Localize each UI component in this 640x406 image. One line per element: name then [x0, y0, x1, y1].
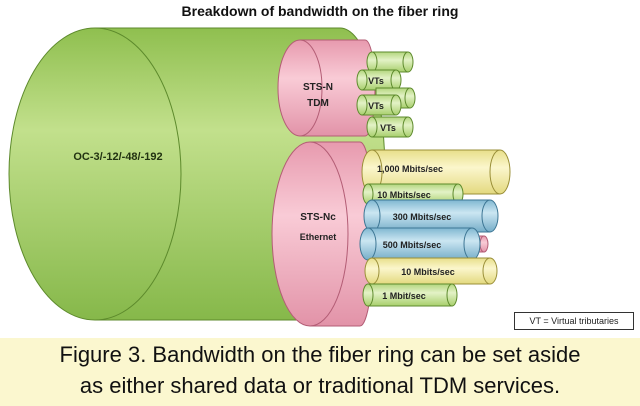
ethernet-bundle-end	[271, 141, 349, 327]
ethernet-link: 10 Mbits/sec	[362, 183, 464, 205]
ethernet-label-line1: STS-Nc	[300, 212, 336, 223]
caption-line-2: as either shared data or traditional TDM…	[79, 373, 561, 398]
cable-illustration: OC-3/-12/-48/-192 STS-N TDM VTs	[8, 27, 511, 327]
ethernet-link: 10 Mbits/sec	[364, 257, 498, 285]
link-label: 500 Mbits/sec	[383, 240, 442, 250]
ethernet-bundle: STS-Nc Ethernet 1,000 Mbits/sec 10 Mbits…	[271, 141, 511, 327]
link-label: 10 Mbits/sec	[377, 190, 431, 200]
tdm-label-line1: STS-N	[303, 82, 333, 93]
ethernet-label-line2: Ethernet	[300, 232, 337, 242]
link-label: 10 Mbits/sec	[401, 267, 455, 277]
vt-label: VTs	[368, 101, 384, 111]
link-label: 1,000 Mbits/sec	[377, 164, 443, 174]
ethernet-link: 300 Mbits/sec	[363, 199, 499, 233]
link-label: 1 Mbit/sec	[382, 291, 426, 301]
vt-tube	[366, 51, 414, 73]
caption-line-1: Figure 3. Bandwidth on the fiber ring ca…	[59, 342, 581, 367]
diagram-title: Breakdown of bandwidth on the fiber ring	[181, 3, 459, 19]
vt-label: VTs	[380, 123, 396, 133]
fiber-ring-diagram: OC-3/-12/-48/-192 STS-N TDM VTs	[8, 27, 511, 327]
tdm-bundle-end	[277, 39, 323, 137]
main-cable-end	[8, 27, 182, 321]
vt-tube: VTs	[366, 116, 414, 138]
figure-caption: Figure 3. Bandwidth on the fiber ring ca…	[0, 338, 640, 406]
ethernet-link: 500 Mbits/sec	[359, 227, 481, 261]
link-label: 300 Mbits/sec	[393, 212, 452, 222]
tdm-label-line2: TDM	[307, 98, 329, 109]
main-cable-label: OC-3/-12/-48/-192	[73, 151, 162, 163]
tdm-bundle: STS-N TDM VTs VTs	[277, 39, 416, 138]
legend-note: VT = Virtual tributaries	[514, 312, 634, 330]
vt-label: VTs	[368, 76, 384, 86]
ethernet-link: 1 Mbit/sec	[362, 283, 458, 307]
vt-tube: VTs	[356, 94, 402, 116]
vt-tube: VTs	[356, 69, 402, 91]
